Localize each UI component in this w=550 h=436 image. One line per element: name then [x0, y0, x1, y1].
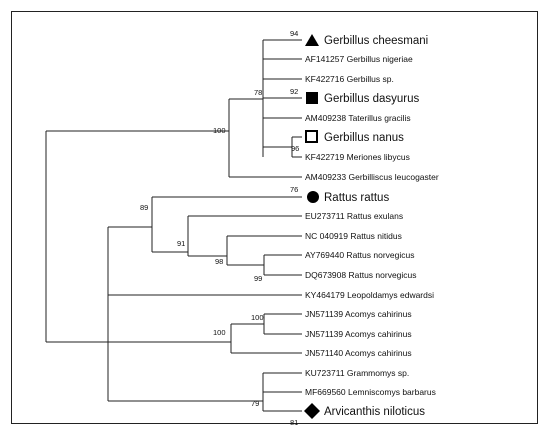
taxon-label: NC 040919 Rattus nitidus	[305, 231, 402, 241]
bootstrap-value: 78	[254, 88, 262, 97]
taxon-label: KF422716 Gerbillus sp.	[305, 74, 394, 84]
taxon-label: Rattus rattus	[324, 192, 389, 204]
bootstrap-value: 99	[254, 274, 262, 283]
bootstrap-values: 94 92 78 96 100 76 89 91 98 99 100 100 7…	[140, 29, 299, 427]
bootstrap-value: 81	[290, 418, 298, 427]
bootstrap-value: 79	[251, 399, 259, 408]
figure-frame	[11, 11, 538, 424]
filled-circle-marker-icon	[307, 191, 319, 203]
taxon-label: KF422719 Meriones libycus	[305, 152, 410, 162]
taxon-label: JN571139 Acomys cahirinus	[305, 309, 412, 319]
taxon-label: AF141257 Gerbillus nigeriae	[305, 54, 413, 64]
bootstrap-value: 76	[290, 185, 298, 194]
bootstrap-value: 100	[213, 126, 226, 135]
taxon-label: JN571140 Acomys cahirinus	[305, 348, 412, 358]
bootstrap-value: 100	[251, 313, 264, 322]
filled-diamond-marker-icon	[304, 403, 320, 419]
taxon-label: KY464179 Leopoldamys edwardsi	[305, 290, 434, 300]
filled-square-marker-icon	[306, 92, 318, 104]
bootstrap-value: 100	[213, 328, 226, 337]
taxon-label: EU273711 Rattus exulans	[305, 211, 403, 221]
bootstrap-value: 89	[140, 203, 148, 212]
taxon-label: Arvicanthis niloticus	[324, 406, 425, 418]
open-square-marker-icon	[305, 130, 318, 143]
taxon-label: AY769440 Rattus norvegicus	[305, 250, 414, 260]
taxon-label: DQ673908 Rattus norvegicus	[305, 270, 417, 280]
taxon-label: JN571139 Acomys cahirinus	[305, 329, 412, 339]
bootstrap-value: 98	[215, 257, 223, 266]
triangle-marker-icon	[305, 34, 319, 46]
taxon-label: MF669560 Lemniscomys barbarus	[305, 387, 436, 397]
tree-branches	[45, 39, 302, 412]
taxon-label: Gerbillus dasyurus	[324, 93, 419, 105]
bootstrap-value: 96	[291, 144, 299, 153]
taxon-label: AM409233 Gerbilliscus leucogaster	[305, 172, 439, 182]
taxon-markers	[304, 34, 320, 419]
bootstrap-value: 94	[290, 29, 298, 38]
taxon-label: AM409238 Taterillus gracilis	[305, 113, 411, 123]
bootstrap-value: 91	[177, 239, 185, 248]
taxon-labels: Gerbillus cheesmani AF141257 Gerbillus n…	[305, 35, 439, 418]
taxon-label: Gerbillus nanus	[324, 132, 404, 144]
taxon-label: KU723711 Grammomys sp.	[305, 368, 409, 378]
taxon-label: Gerbillus cheesmani	[324, 35, 428, 47]
bootstrap-value: 92	[290, 87, 298, 96]
